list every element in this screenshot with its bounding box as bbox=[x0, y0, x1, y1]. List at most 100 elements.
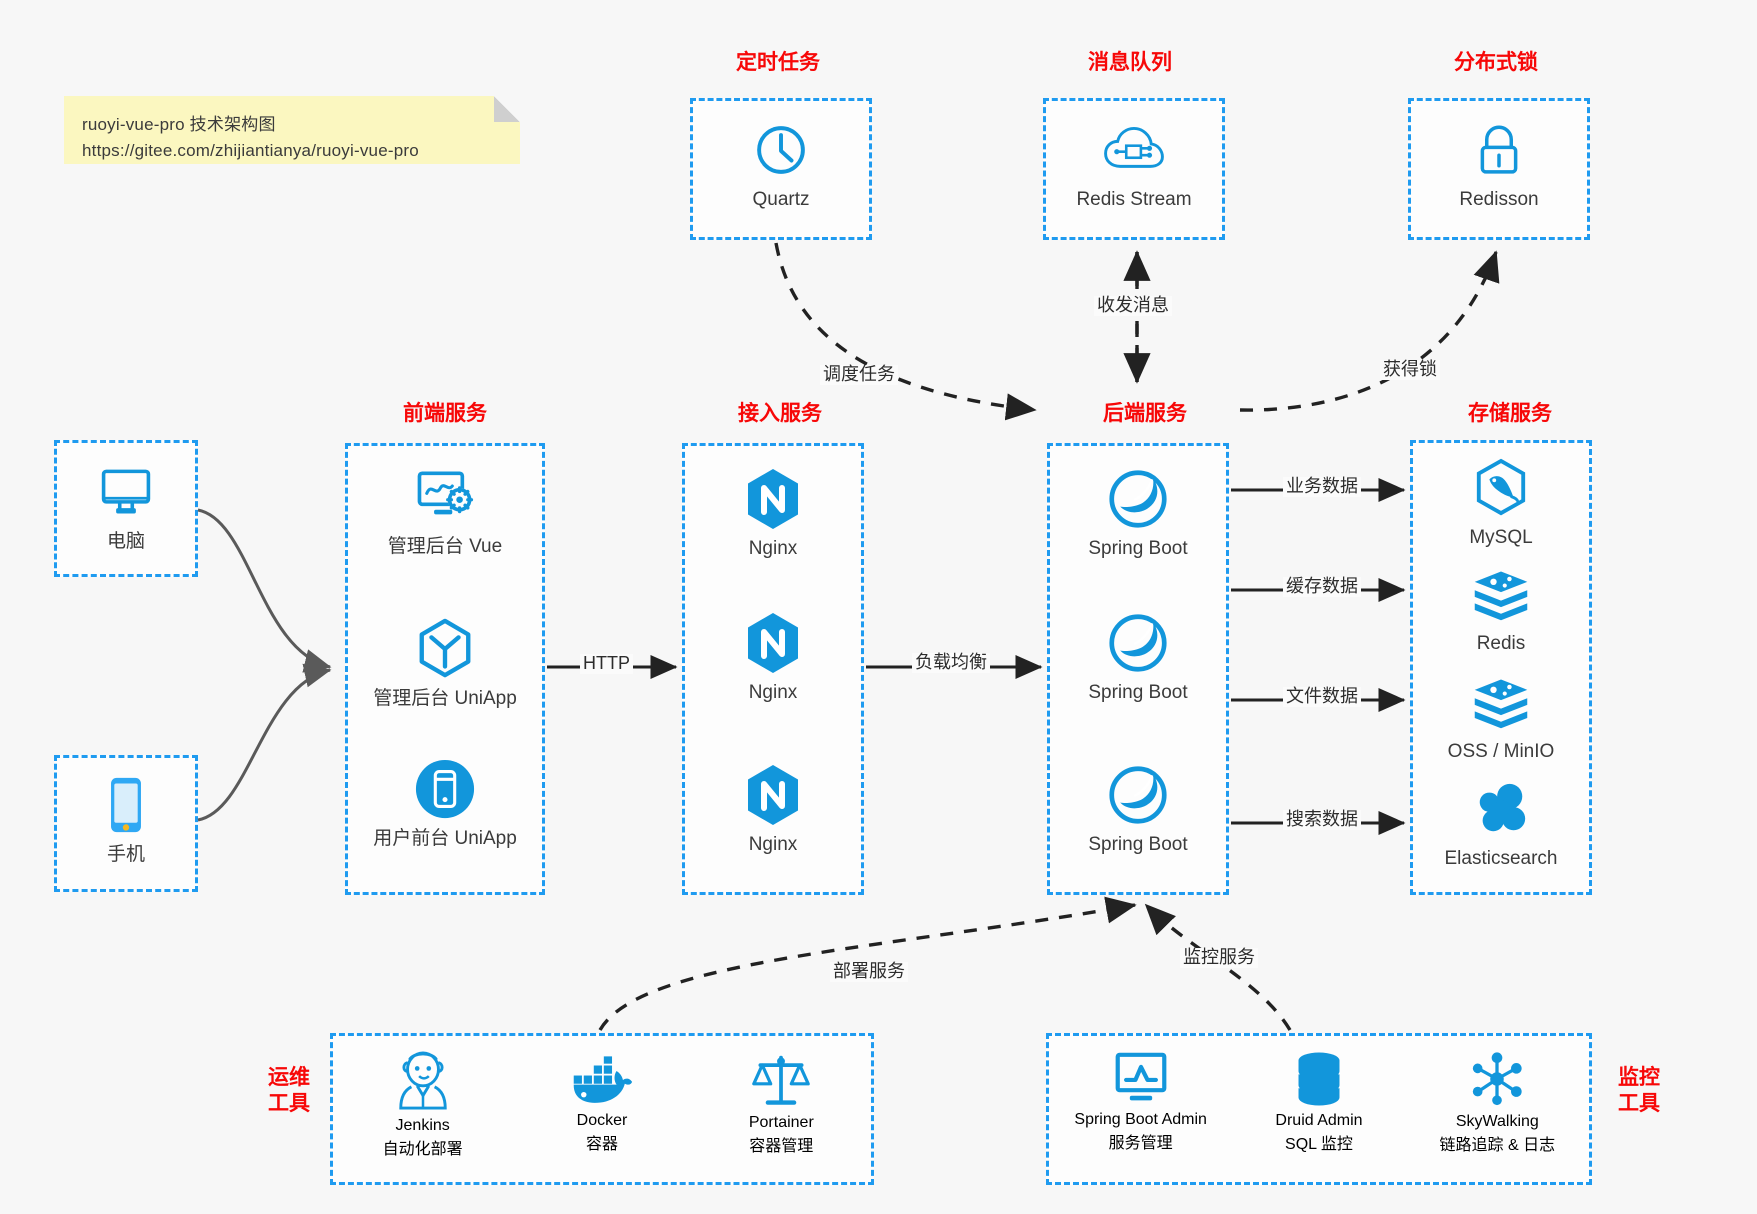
node-nginx-3[interactable]: Nginx bbox=[685, 764, 861, 858]
group-title-gateway: 接入服务 bbox=[738, 402, 822, 425]
node-label: Spring Boot bbox=[1088, 834, 1188, 855]
node-sublabel: 容器 bbox=[585, 1136, 618, 1153]
node-desktop[interactable]: 电脑 bbox=[57, 461, 195, 555]
mysql-icon bbox=[1413, 457, 1589, 519]
edge-label-cache-data: 缓存数据 bbox=[1283, 576, 1361, 597]
node-label: Druid Admin bbox=[1275, 1112, 1363, 1129]
node-jenkins[interactable]: Jenkins 自动化部署 bbox=[343, 1050, 503, 1159]
node-label: Redis Stream bbox=[1076, 189, 1192, 210]
monitor-chart-icon bbox=[1051, 1052, 1231, 1111]
node-redis-stream[interactable]: Redis Stream bbox=[1046, 119, 1222, 213]
node-label: 电脑 bbox=[106, 531, 145, 552]
edge-label-http: HTTP bbox=[580, 653, 633, 674]
edge-label-business-data: 业务数据 bbox=[1283, 476, 1361, 497]
group-box-devops: Jenkins 自动化部署 Doc bbox=[330, 1033, 874, 1185]
docker-icon bbox=[522, 1055, 682, 1112]
node-label: 管理后台 UniApp bbox=[373, 688, 517, 709]
spring-boot-icon bbox=[1050, 764, 1226, 826]
group-title-devops-line2: 工具 bbox=[268, 1092, 310, 1116]
node-phone[interactable]: 手机 bbox=[57, 774, 195, 868]
nginx-icon bbox=[685, 764, 861, 826]
node-sublabel: 容器管理 bbox=[749, 1138, 814, 1155]
node-redisson[interactable]: Redisson bbox=[1411, 119, 1587, 213]
node-nginx-2[interactable]: Nginx bbox=[685, 612, 861, 706]
node-docker[interactable]: Docker 容器 bbox=[522, 1055, 682, 1154]
cube-icon bbox=[348, 618, 542, 680]
node-label: MySQL bbox=[1469, 527, 1533, 548]
node-druid-admin[interactable]: Druid Admin SQL 监控 bbox=[1234, 1051, 1404, 1154]
node-label: 用户前台 UniApp bbox=[373, 828, 517, 849]
node-label: SkyWalking bbox=[1455, 1113, 1539, 1130]
redis-icon bbox=[1413, 671, 1589, 733]
node-admin-uniapp[interactable]: 管理后台 UniApp bbox=[348, 618, 542, 712]
mobile-circle-icon bbox=[348, 758, 542, 820]
node-label: Redis bbox=[1476, 633, 1526, 654]
node-label: Quartz bbox=[752, 189, 810, 210]
group-title-lock: 分布式锁 bbox=[1454, 51, 1538, 74]
monitor-row: Spring Boot Admin 服务管理 Druid Admin SQL 监… bbox=[1049, 1050, 1589, 1155]
clock-icon bbox=[693, 119, 869, 181]
node-label: Redisson bbox=[1459, 189, 1539, 210]
group-title-monitor-line1: 监控 bbox=[1618, 1066, 1660, 1089]
group-box-mq: Redis Stream bbox=[1043, 98, 1225, 240]
group-title-monitor-line2: 工具 bbox=[1618, 1092, 1660, 1116]
group-title-devops-line1: 运维 bbox=[268, 1066, 310, 1089]
node-elasticsearch[interactable]: Elasticsearch bbox=[1413, 778, 1589, 872]
node-skywalking[interactable]: SkyWalking 链路追踪 & 日志 bbox=[1407, 1050, 1587, 1155]
node-admin-vue[interactable]: 管理后台 Vue bbox=[348, 466, 542, 560]
phone-icon bbox=[57, 774, 195, 836]
node-spring-boot-admin[interactable]: Spring Boot Admin 服务管理 bbox=[1051, 1052, 1231, 1153]
devops-row: Jenkins 自动化部署 Doc bbox=[333, 1050, 871, 1159]
title-sticky-note: ruoyi-vue-pro 技术架构图 https://gitee.com/zh… bbox=[64, 96, 520, 164]
lock-icon bbox=[1411, 119, 1587, 181]
edge-label-schedule-task: 调度任务 bbox=[820, 364, 898, 385]
edge-label-deploy-service: 部署服务 bbox=[830, 961, 908, 982]
node-label: 手机 bbox=[106, 844, 145, 865]
node-label: Elasticsearch bbox=[1444, 848, 1558, 869]
node-label: Nginx bbox=[748, 682, 798, 703]
group-box-client-mobile: 手机 bbox=[54, 755, 198, 892]
note-line-title: ruoyi-vue-pro 技术架构图 bbox=[82, 115, 276, 134]
node-oss-minio[interactable]: OSS / MinIO bbox=[1413, 671, 1589, 765]
node-spring-boot-3[interactable]: Spring Boot bbox=[1050, 764, 1226, 858]
node-label: Jenkins bbox=[395, 1117, 450, 1134]
spring-boot-icon bbox=[1050, 468, 1226, 530]
edge-label-load-balance: 负载均衡 bbox=[912, 652, 990, 673]
database-icon bbox=[1234, 1051, 1404, 1112]
skywalking-icon bbox=[1407, 1050, 1587, 1113]
node-mysql[interactable]: MySQL bbox=[1413, 457, 1589, 551]
note-line-url: https://gitee.com/zhijiantianya/ruoyi-vu… bbox=[82, 141, 419, 161]
group-box-frontend: 管理后台 Vue 管理后台 UniApp 用户前台 UniApp bbox=[345, 443, 545, 895]
edge-label-acquire-lock: 获得锁 bbox=[1380, 359, 1440, 380]
redis-icon bbox=[1413, 563, 1589, 625]
node-spring-boot-1[interactable]: Spring Boot bbox=[1050, 468, 1226, 562]
node-user-uniapp[interactable]: 用户前台 UniApp bbox=[348, 758, 542, 852]
node-label: Spring Boot Admin bbox=[1074, 1111, 1207, 1128]
group-box-monitor: Spring Boot Admin 服务管理 Druid Admin SQL 监… bbox=[1046, 1033, 1592, 1185]
edge-label-search-data: 搜索数据 bbox=[1283, 809, 1361, 830]
group-title-mq: 消息队列 bbox=[1088, 51, 1172, 74]
node-label: Nginx bbox=[748, 538, 798, 559]
node-portainer[interactable]: Portainer 容器管理 bbox=[701, 1053, 861, 1156]
node-nginx-1[interactable]: Nginx bbox=[685, 468, 861, 562]
group-title-storage: 存储服务 bbox=[1468, 402, 1552, 425]
group-box-client-pc: 电脑 bbox=[54, 440, 198, 577]
edge-label-monitor-service: 监控服务 bbox=[1180, 947, 1258, 968]
nginx-icon bbox=[685, 612, 861, 674]
node-label: Docker bbox=[576, 1112, 628, 1129]
group-box-scheduler: Quartz bbox=[690, 98, 872, 240]
node-redis[interactable]: Redis bbox=[1413, 563, 1589, 657]
node-quartz[interactable]: Quartz bbox=[693, 119, 869, 213]
group-title-monitor: 监控 工具 bbox=[1604, 1065, 1674, 1118]
group-box-backend: Spring Boot Spring Boot Spring Boot bbox=[1047, 443, 1229, 895]
monitor-gear-icon bbox=[348, 466, 542, 528]
node-spring-boot-2[interactable]: Spring Boot bbox=[1050, 612, 1226, 706]
group-title-frontend: 前端服务 bbox=[403, 402, 487, 425]
note-folded-corner bbox=[494, 96, 520, 122]
cloud-stream-icon bbox=[1046, 119, 1222, 181]
node-label: Spring Boot bbox=[1088, 682, 1188, 703]
node-label: Spring Boot bbox=[1088, 538, 1188, 559]
edge-label-send-receive-message: 收发消息 bbox=[1094, 295, 1172, 316]
node-label: Portainer bbox=[748, 1114, 814, 1131]
